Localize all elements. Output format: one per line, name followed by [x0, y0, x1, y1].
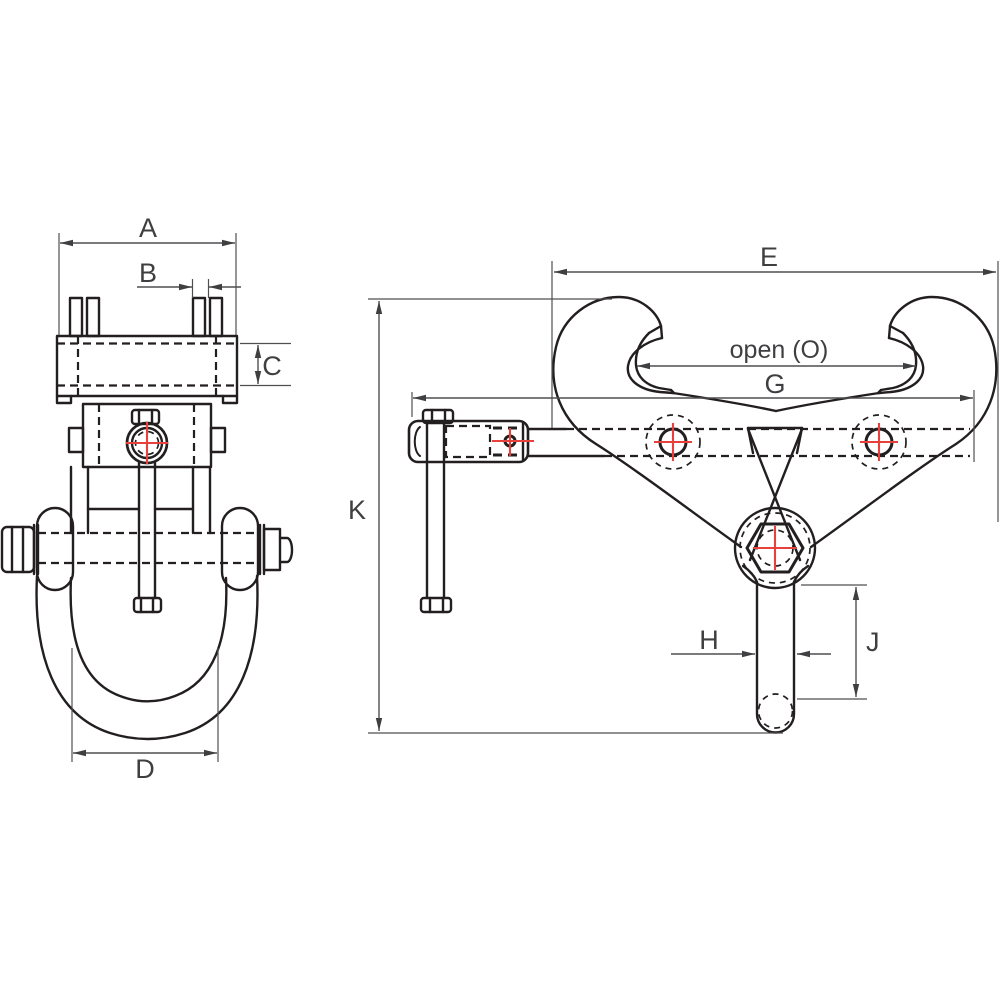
dim-open: open (O) [637, 336, 916, 370]
jaw-right [774, 295, 998, 549]
dim-label-A: A [139, 213, 157, 243]
dim-label-G: G [764, 369, 785, 399]
spindle-end [125, 408, 169, 465]
cross-bar [55, 334, 239, 405]
dim-label-J: J [866, 627, 880, 657]
shackle-eye-left [35, 506, 75, 592]
t-handle-assembly [407, 408, 970, 614]
dim-J: J [797, 584, 880, 700]
dim-B: B [137, 258, 241, 298]
clamp-body [67, 402, 227, 535]
dim-label-B: B [139, 258, 157, 288]
dim-label-E: E [760, 242, 778, 272]
dim-A: A [58, 213, 237, 335]
handle-bottom-nut [419, 596, 453, 614]
side-plates-top [68, 296, 224, 338]
pin-hex-head [0, 525, 36, 574]
dim-G: G [411, 369, 975, 462]
dim-label-H: H [699, 625, 719, 655]
handle-top-nut [421, 408, 455, 425]
scissor-cross [746, 426, 804, 562]
threaded-rod [132, 461, 163, 614]
dim-K: K [348, 298, 783, 734]
front-view: A B C D [0, 213, 294, 784]
suspension-bar [741, 564, 810, 734]
dim-D: D [71, 648, 219, 784]
rod-bottom-nut [132, 596, 163, 614]
dim-C: C [240, 342, 291, 387]
jaw-left [552, 295, 778, 549]
dim-label-K: K [348, 495, 366, 525]
center-pivot [733, 506, 817, 590]
side-view: E open (O) G K H [348, 242, 999, 734]
dim-H: H [671, 625, 831, 658]
suspension-hole [757, 693, 794, 729]
shackle-eye-right [220, 506, 260, 592]
shackle-bow-outer [35, 574, 259, 741]
shackle-bow-inner [69, 576, 228, 703]
pivot-hex-nut [745, 522, 805, 574]
dim-label-open: open (O) [730, 336, 829, 364]
pin-nut [262, 527, 282, 572]
shackle [0, 506, 294, 741]
dim-label-D: D [135, 754, 155, 784]
dim-label-C: C [262, 351, 282, 381]
